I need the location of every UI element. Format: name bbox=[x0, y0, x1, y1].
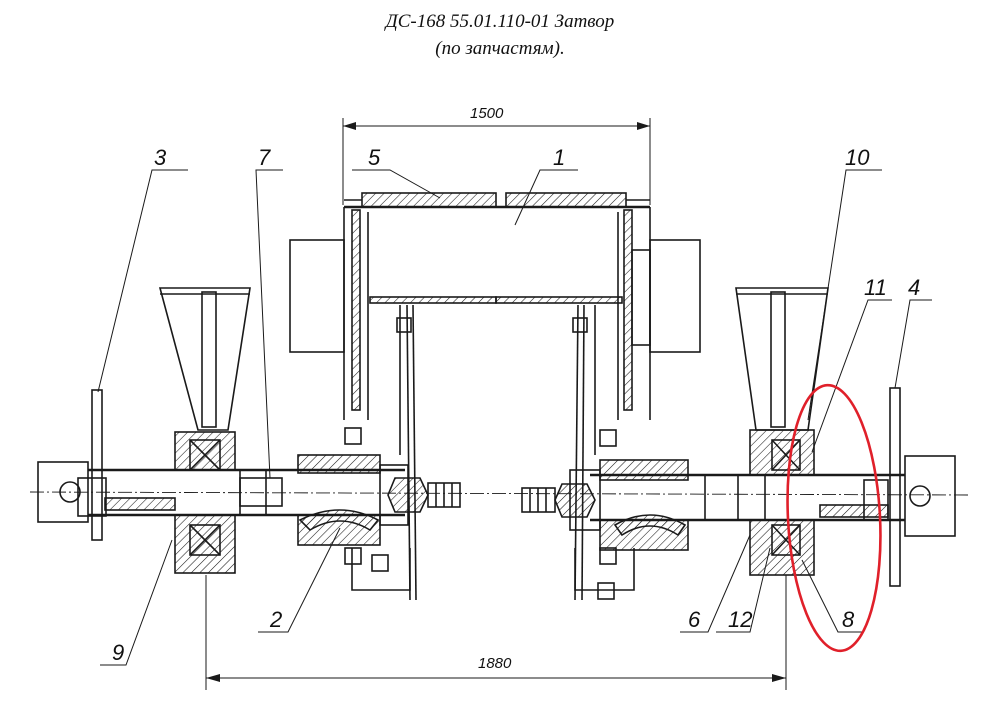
dimension-bottom-value: 1880 bbox=[478, 655, 512, 672]
highlight-ellipse bbox=[786, 383, 882, 653]
part-label-8: 8 bbox=[842, 607, 855, 632]
part-label-2: 2 bbox=[269, 607, 282, 632]
dimension-top: 1500 bbox=[342, 105, 651, 205]
part-label-1: 1 bbox=[553, 145, 565, 170]
part-label-3: 3 bbox=[154, 145, 167, 170]
hangers bbox=[396, 304, 596, 601]
title-line-1: ДС-168 55.01.110-01 Затвор bbox=[385, 11, 615, 32]
drawing-title: ДС-168 55.01.110-01 Затвор (по запчастям… bbox=[0, 8, 1000, 62]
part-label-7: 7 bbox=[258, 145, 271, 170]
part-label-9: 9 bbox=[112, 640, 124, 665]
center-line bbox=[29, 491, 971, 496]
dimension-bottom: 1880 bbox=[205, 575, 787, 690]
part-label-12: 12 bbox=[728, 607, 752, 632]
left-hopper bbox=[158, 287, 251, 431]
part-label-5: 5 bbox=[368, 145, 381, 170]
part-label-4: 4 bbox=[908, 275, 920, 300]
dimension-top-value: 1500 bbox=[470, 105, 504, 122]
part-label-10: 10 bbox=[845, 145, 870, 170]
part-label-6: 6 bbox=[688, 607, 701, 632]
part-label-11: 11 bbox=[864, 275, 887, 300]
central-frame bbox=[289, 192, 701, 420]
right-shaft-assembly bbox=[521, 387, 956, 600]
left-shaft-assembly bbox=[37, 389, 461, 591]
part-leaders: 3 7 5 1 10 11 4 2 9 6 12 8 bbox=[97, 145, 932, 666]
right-hopper bbox=[735, 287, 829, 431]
title-line-2: (по запчастям). bbox=[435, 38, 565, 59]
